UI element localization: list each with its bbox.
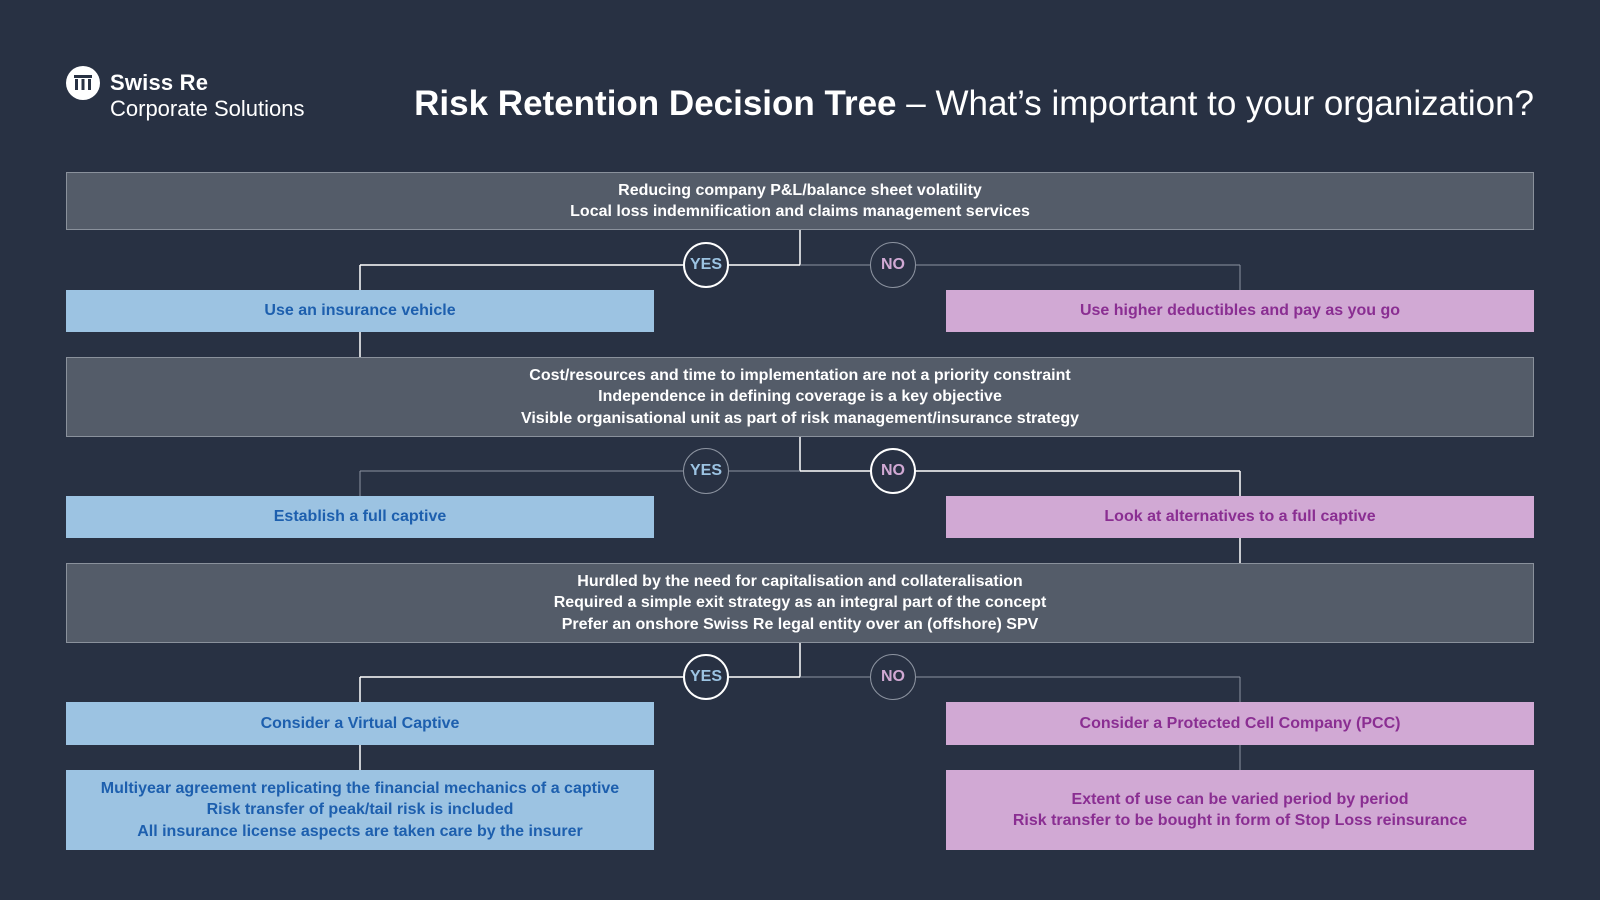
no-details-box: Extent of use can be varied period by pe…: [946, 770, 1534, 850]
no-badge-2: NO: [870, 448, 916, 494]
page-title: Risk Retention Decision Tree – What’s im…: [414, 84, 1534, 124]
yes-badge-3: YES: [683, 654, 729, 700]
yes-details-box: Multiyear agreement replicating the fina…: [66, 770, 654, 850]
page-title-rest: – What’s important to your organization?: [896, 84, 1534, 123]
page-title-strong: Risk Retention Decision Tree: [414, 84, 897, 123]
question-3-line-2: Required a simple exit strategy as an in…: [553, 594, 1047, 612]
yes-outcome-1-label: Use an insurance vehicle: [264, 302, 456, 320]
question-2-line-1: Cost/resources and time to implementatio…: [529, 366, 1071, 384]
no-badge-1: NO: [870, 242, 916, 288]
logo-name: Swiss Re: [110, 70, 209, 95]
question-box-1: Reducing company P&L/balance sheet volat…: [66, 172, 1534, 230]
question-box-3: Hurdled by the need for capitalisation a…: [66, 563, 1534, 643]
swiss-re-logo-icon: [66, 66, 100, 100]
yes-details-line-1: Multiyear agreement replicating the fina…: [100, 779, 620, 797]
no-outcome-1-label: Use higher deductibles and pay as you go: [1079, 302, 1401, 320]
yes-outcome-2: Establish a full captive: [66, 496, 654, 538]
question-1-line-1: Reducing company P&L/balance sheet volat…: [618, 181, 982, 199]
question-1-line-2: Local loss indemnification and claims ma…: [570, 203, 1030, 220]
yes-badge-1: YES: [683, 242, 729, 288]
yes-outcome-1: Use an insurance vehicle: [66, 290, 654, 332]
no-outcome-3: Consider a Protected Cell Company (PCC): [946, 702, 1534, 745]
no-badge-3: NO: [870, 654, 916, 700]
yes-outcome-3-label: Consider a Virtual Captive: [260, 714, 460, 732]
yes-details-line-2: Risk transfer of peak/tail risk is inclu…: [206, 801, 514, 819]
no-outcome-1: Use higher deductibles and pay as you go: [946, 290, 1534, 332]
no-outcome-3-label: Consider a Protected Cell Company (PCC): [1079, 714, 1401, 732]
no-outcome-2: Look at alternatives to a full captive: [946, 496, 1534, 538]
yes-badge-2: YES: [683, 448, 729, 494]
no-details-line-1: Extent of use can be varied period by pe…: [1071, 790, 1409, 808]
question-2-line-3: Visible organisational unit as part of r…: [520, 409, 1080, 427]
yes-outcome-3: Consider a Virtual Captive: [66, 702, 654, 745]
yes-outcome-2-label: Establish a full captive: [273, 508, 447, 526]
company-logo: Swiss Re Corporate Solutions: [66, 66, 326, 126]
question-3-line-1: Hurdled by the need for capitalisation a…: [577, 572, 1023, 590]
logo-subtitle: Corporate Solutions: [110, 96, 305, 121]
no-details-line-2: Risk transfer to be bought in form of St…: [1012, 812, 1468, 829]
question-3-line-3: Prefer an onshore Swiss Re legal entity …: [561, 615, 1039, 633]
no-outcome-2-label: Look at alternatives to a full captive: [1104, 508, 1376, 526]
question-box-2: Cost/resources and time to implementatio…: [66, 357, 1534, 437]
yes-details-line-3: All insurance license aspects are taken …: [137, 822, 583, 840]
question-2-line-2: Independence in defining coverage is a k…: [598, 388, 1002, 406]
